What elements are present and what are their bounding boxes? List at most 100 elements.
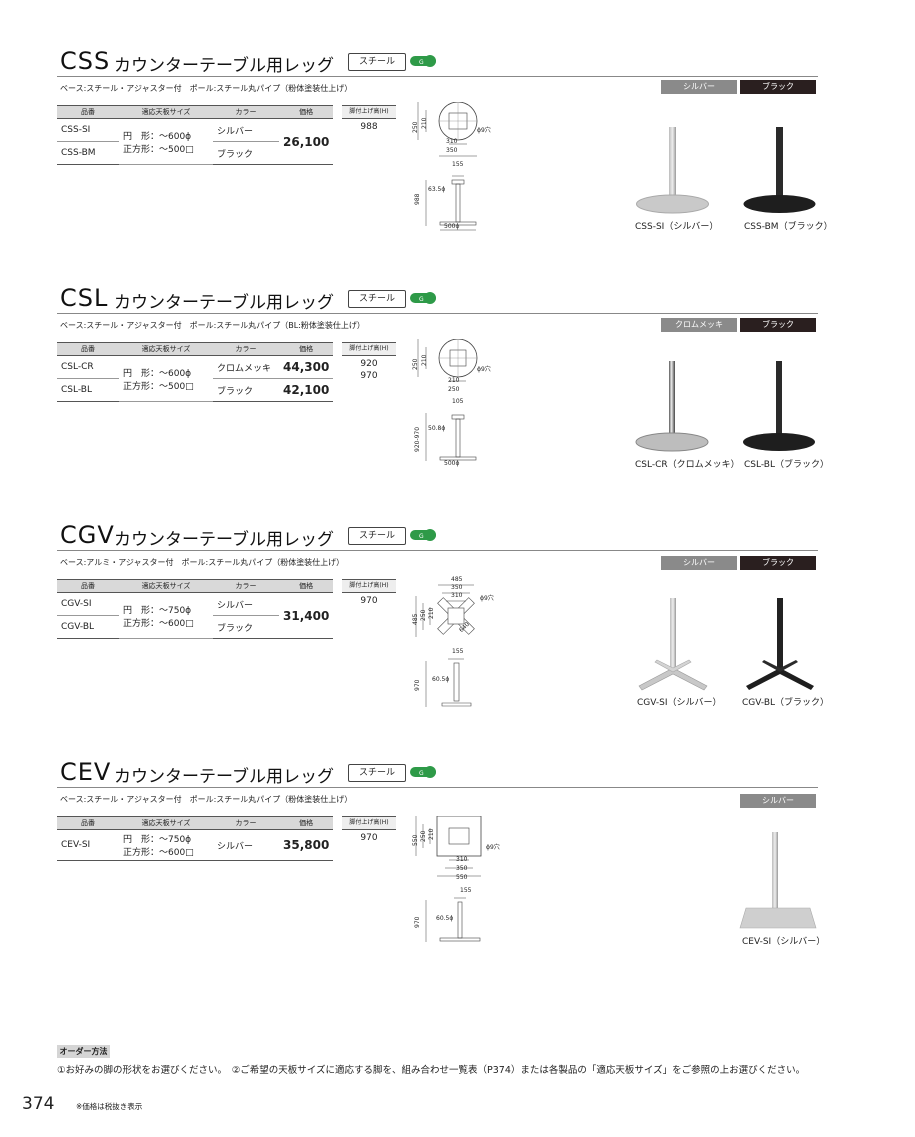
size-square: 正方形：～500□: [123, 381, 194, 392]
height-label: 脚付上げ高(H): [342, 105, 396, 119]
svg-text:G: G: [419, 59, 424, 66]
product-table: 品番 適応天板サイズ カラー 価格 CSS-SI 円 形：～600ϕ 正方形：～…: [57, 105, 334, 165]
header-color: カラー: [213, 816, 279, 830]
swatch-label-text: ブラック: [762, 82, 794, 91]
height-value: 988: [360, 122, 378, 132]
dim-label: 210: [428, 607, 435, 619]
material-tag: スチール: [348, 527, 406, 545]
product-caption: CSS-SI（シルバー）: [635, 222, 719, 232]
swatch-label-text: シルバー: [683, 558, 715, 567]
product-caption: CGV-BL（ブラック）: [742, 698, 830, 708]
product-section-cev: CEV カウンターテーブル用レッグ スチール G ベース:スチール・アジャスター…: [0, 758, 915, 998]
color-cell: ブラック: [213, 378, 279, 402]
product-photo-black: [743, 361, 815, 451]
dim-label: ϕ9穴: [477, 366, 491, 373]
color-cell: クロムメッキ: [213, 355, 279, 379]
dim-label: 210: [421, 117, 428, 129]
product-table: 品番 適応天板サイズ カラー 価格 CEV-SI 円 形：～750ϕ 正方形：～…: [57, 816, 334, 861]
header-size: 適応天板サイズ: [119, 342, 213, 356]
dim-label: 210: [448, 377, 460, 384]
header-price: 価格: [279, 579, 334, 593]
product-code-cell: CSL-CR: [57, 355, 119, 379]
product-photo-chrome: [635, 361, 709, 452]
dim-label: 210: [428, 828, 435, 840]
green-mark-icon: G: [410, 55, 436, 67]
dim-label: 350: [451, 584, 463, 591]
dim-label: 155: [452, 161, 464, 168]
dim-label: 485: [451, 576, 463, 583]
price-cell: 26,100: [279, 118, 334, 165]
product-photo-silver: [739, 832, 817, 929]
dim-label: 988: [414, 193, 421, 205]
size-square: 正方形：～600□: [123, 848, 194, 858]
swatch-label-text: ブラック: [762, 558, 794, 567]
section-rule: [57, 550, 818, 551]
product-photo-silver: [638, 598, 708, 691]
page-number: 374: [22, 1094, 55, 1114]
dim-label: ϕ9穴: [486, 844, 500, 851]
price-cell: 35,800: [279, 829, 334, 861]
product-photo-black: [746, 598, 814, 690]
price-cell: 44,300: [279, 355, 334, 379]
header-code: 品番: [57, 105, 119, 119]
swatch-label-text: シルバー: [683, 82, 715, 91]
material-tag: スチール: [348, 290, 406, 308]
size-round: 円 形：～750ϕ: [123, 835, 192, 845]
dim-label: 550: [456, 874, 468, 881]
header-size: 適応天板サイズ: [119, 816, 213, 830]
svg-text:G: G: [419, 770, 424, 777]
section-rule: [57, 76, 818, 77]
size-round: 円 形：～600ϕ: [123, 131, 192, 142]
header-price: 価格: [279, 105, 334, 119]
height-box: 脚付上げ高(H) 970: [342, 816, 396, 844]
price-cell: 42,100: [279, 378, 334, 402]
product-code: CSL: [60, 284, 109, 312]
color-swatch-label: シルバー: [661, 556, 737, 570]
dim-label: 500ϕ: [444, 223, 460, 230]
dimension-diagram: [417, 102, 478, 231]
product-code-cell: CGV-BL: [57, 615, 119, 639]
swatch-label-text: クロムメッキ: [675, 320, 723, 329]
product-code-cell: CGV-SI: [57, 592, 119, 616]
header-price: 価格: [279, 816, 334, 830]
product-caption: CEV-SI（シルバー）: [742, 937, 826, 947]
color-swatch-label: シルバー: [661, 80, 737, 94]
product-section-cgv: CGV カウンターテーブル用レッグ スチール G ベース:アルミ・アジャスター付…: [0, 521, 915, 761]
dim-label: 250: [420, 609, 427, 621]
swatch-label-text: シルバー: [762, 796, 794, 805]
product-section-csl: CSL カウンターテーブル用レッグ スチール G ベース:スチール・アジャスター…: [0, 284, 915, 524]
height-label: 脚付上げ高(H): [342, 579, 396, 593]
header-size: 適応天板サイズ: [119, 105, 213, 119]
color-swatch-label: ブラック: [740, 556, 816, 570]
color-swatch-label: クロムメッキ: [661, 318, 737, 332]
product-caption: CSL-BL（ブラック）: [744, 460, 829, 470]
size-cell: 円 形：～750ϕ 正方形：～600□: [119, 592, 213, 639]
color-swatch-label: ブラック: [740, 80, 816, 94]
color-swatch-label: シルバー: [740, 794, 816, 808]
dim-label: 310: [456, 856, 468, 863]
height-label: 脚付上げ高(H): [342, 816, 396, 830]
size-round: 円 形：～750ϕ: [123, 605, 192, 616]
size-cell: 円 形：～750ϕ 正方形：～600□: [119, 829, 213, 861]
dim-label: 50.8ϕ: [428, 425, 446, 432]
dim-label: 250: [412, 121, 419, 133]
product-title: カウンターテーブル用レッグ: [114, 293, 334, 313]
dim-label: 500ϕ: [444, 460, 460, 467]
color-cell: シルバー: [213, 118, 279, 142]
product-code-cell: CSL-BL: [57, 378, 119, 402]
product-caption: CSS-BM（ブラック）: [744, 222, 833, 232]
dim-label: 350: [456, 865, 468, 872]
dim-label: 155: [452, 648, 464, 655]
price-cell: 31,400: [279, 592, 334, 639]
product-code-cell: CEV-SI: [57, 829, 119, 861]
color-cell: シルバー: [213, 592, 279, 616]
product-code: CEV: [60, 758, 112, 786]
dim-label: 105: [452, 398, 464, 405]
dim-label: 210: [421, 354, 428, 366]
header-price: 価格: [279, 342, 334, 356]
order-method-text: ①お好みの脚の形状をお選びください。 ②ご希望の天板サイズに適応する脚を、組み合…: [57, 1065, 806, 1076]
table-row: CSS-BM ブラック: [57, 141, 333, 165]
height-value: 920: [360, 359, 378, 369]
color-swatch-label: ブラック: [740, 318, 816, 332]
dim-label: ϕ9穴: [477, 127, 491, 134]
